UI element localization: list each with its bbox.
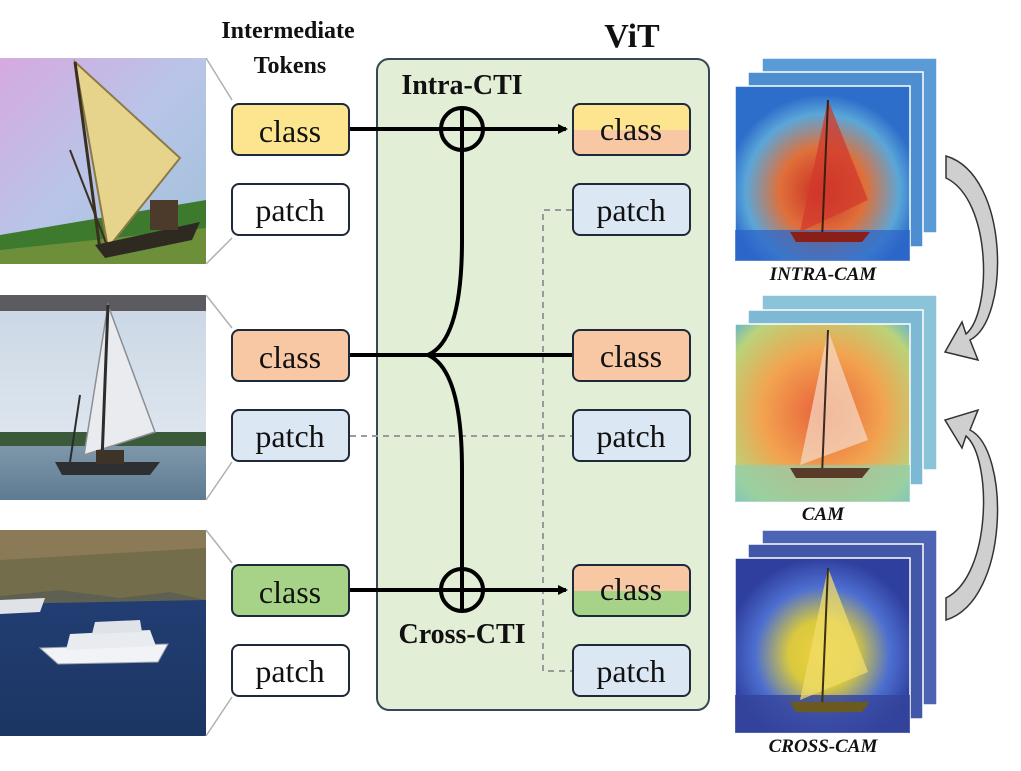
svg-text:patch: patch [255, 418, 324, 454]
class-token-links [350, 124, 572, 595]
cam-caption: CAM [802, 504, 845, 525]
svg-text:patch: patch [255, 653, 324, 689]
output-patch-token-3: patch [572, 644, 691, 697]
input-image-sailboat-2 [0, 295, 206, 500]
input-patch-token-2: patch [231, 409, 350, 462]
vit-title: ViT [604, 18, 660, 55]
image-token-connectors [205, 57, 233, 737]
input-image-sailboat-1 [0, 58, 206, 264]
input-class-token-2: class [231, 329, 350, 382]
cross-cam-caption: CROSS-CAM [769, 736, 879, 757]
intra-cam-caption: INTRA-CAM [769, 264, 878, 285]
svg-text:class: class [600, 571, 662, 607]
cam-stack [734, 294, 938, 503]
svg-text:class: class [600, 111, 662, 147]
intra-cti-add-operator [439, 106, 485, 152]
output-patch-token-2: patch [572, 409, 691, 462]
cross-cam-stack [734, 529, 938, 734]
input-image-yacht [0, 530, 206, 736]
input-patch-token-3: patch [231, 644, 350, 697]
output-class-token-cross: class [572, 564, 691, 617]
input-class-token-3: class [231, 564, 350, 617]
svg-text:patch: patch [596, 418, 665, 454]
svg-text:class: class [259, 574, 321, 610]
output-class-token-2: class [572, 329, 691, 382]
svg-text:patch: patch [596, 653, 665, 689]
cross-cti-add-operator [439, 567, 485, 613]
output-patch-token-1: patch [572, 183, 691, 236]
svg-text:class: class [259, 113, 321, 149]
intermediate-tokens-title-line2: Tokens [254, 53, 327, 79]
output-class-token-intra: class [572, 103, 691, 156]
cross-cti-label: Cross-CTI [398, 619, 525, 650]
cross-to-cam-arrow [943, 408, 999, 622]
svg-text:patch: patch [255, 192, 324, 228]
svg-text:class: class [259, 339, 321, 375]
intra-cam-stack [734, 57, 938, 262]
svg-text:patch: patch [596, 192, 665, 228]
intermediate-tokens-title-line1: Intermediate [221, 18, 355, 44]
intra-to-cam-arrow [943, 154, 999, 362]
input-patch-token-1: patch [231, 183, 350, 236]
svg-text:class: class [600, 338, 662, 374]
input-class-token-1: class [231, 103, 350, 156]
intra-cti-label: Intra-CTI [401, 70, 522, 101]
